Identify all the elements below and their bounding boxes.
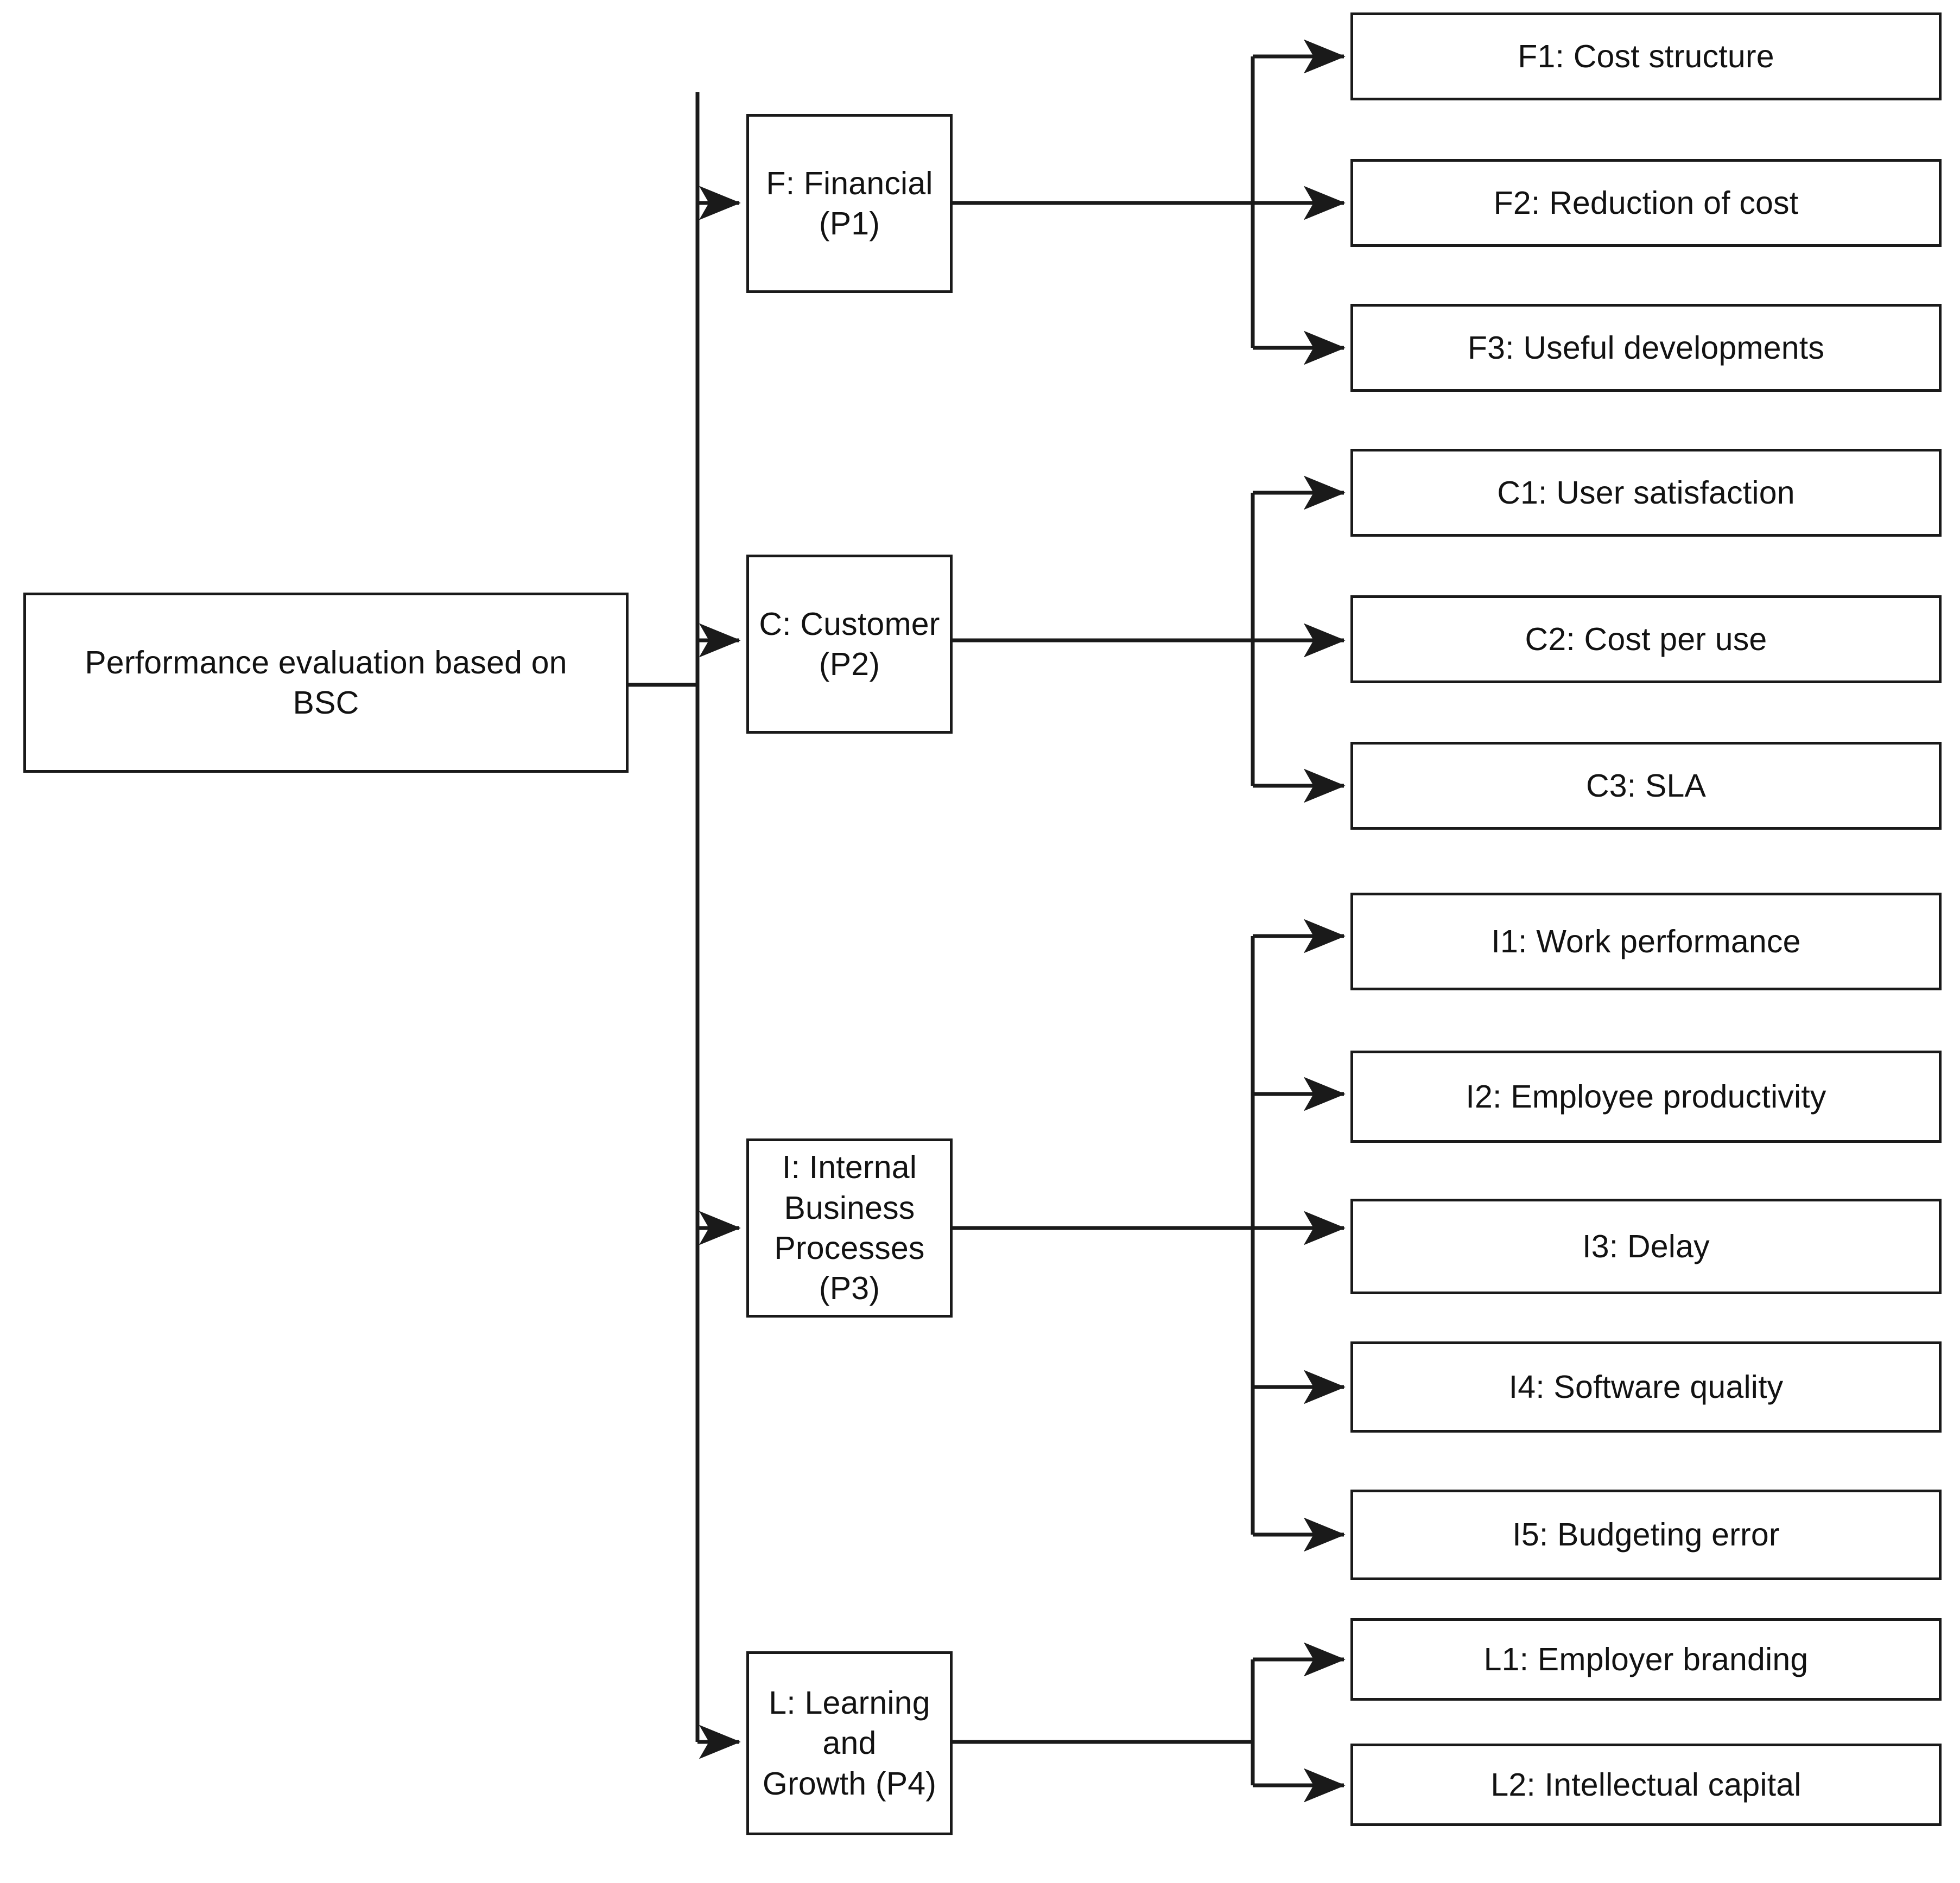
- node-indicator-i1[interactable]: I1: Work performance: [1350, 893, 1942, 990]
- node-indicator-i2-label: I2: Employee productivity: [1466, 1078, 1826, 1115]
- node-indicator-c2[interactable]: C2: Cost per use: [1350, 595, 1942, 683]
- node-indicator-i2[interactable]: I2: Employee productivity: [1350, 1051, 1942, 1143]
- connector-root-to-trunk: [629, 92, 700, 1742]
- node-indicator-i5[interactable]: I5: Budgeting error: [1350, 1490, 1942, 1580]
- node-indicator-i4-label: I4: Software quality: [1508, 1369, 1784, 1405]
- node-indicator-l1-label: L1: Employer branding: [1483, 1641, 1809, 1677]
- connector-customer-branch: [953, 493, 1255, 786]
- node-indicator-i3[interactable]: I3: Delay: [1350, 1199, 1942, 1294]
- node-indicator-c1-label: C1: User satisfaction: [1497, 474, 1795, 511]
- node-perspective-customer-label: C: Customer (P2): [759, 606, 940, 682]
- node-indicator-i1-label: I1: Work performance: [1491, 923, 1801, 959]
- node-indicator-c3[interactable]: C3: SLA: [1350, 742, 1942, 830]
- node-indicator-f3[interactable]: F3: Useful developments: [1350, 304, 1942, 392]
- node-indicator-i5-label: I5: Budgeting error: [1512, 1517, 1780, 1553]
- node-indicator-f2-label: F2: Reduction of cost: [1493, 185, 1799, 221]
- connector-internal-branch: [953, 936, 1255, 1535]
- node-perspective-financial-label: F: Financial (P1): [766, 165, 933, 241]
- node-indicator-i3-label: I3: Delay: [1582, 1228, 1710, 1264]
- node-indicator-c2-label: C2: Cost per use: [1525, 621, 1767, 657]
- connector-financial-branch: [953, 56, 1255, 348]
- node-indicator-f1-label: F1: Cost structure: [1518, 38, 1774, 74]
- node-indicator-c3-label: C3: SLA: [1585, 767, 1707, 804]
- node-indicator-f2[interactable]: F2: Reduction of cost: [1350, 159, 1942, 247]
- node-indicator-l2-label: L2: Intellectual capital: [1490, 1766, 1802, 1803]
- node-indicator-l2[interactable]: L2: Intellectual capital: [1350, 1744, 1942, 1826]
- node-indicator-c1[interactable]: C1: User satisfaction: [1350, 449, 1942, 537]
- node-indicator-l1[interactable]: L1: Employer branding: [1350, 1618, 1942, 1701]
- node-perspective-financial[interactable]: F: Financial (P1): [746, 114, 953, 293]
- node-perspective-customer[interactable]: C: Customer (P2): [746, 555, 953, 734]
- node-indicator-i4[interactable]: I4: Software quality: [1350, 1341, 1942, 1433]
- connector-learning-branch: [953, 1659, 1255, 1785]
- node-indicator-f1[interactable]: F1: Cost structure: [1350, 12, 1942, 100]
- node-indicator-f3-label: F3: Useful developments: [1467, 329, 1825, 366]
